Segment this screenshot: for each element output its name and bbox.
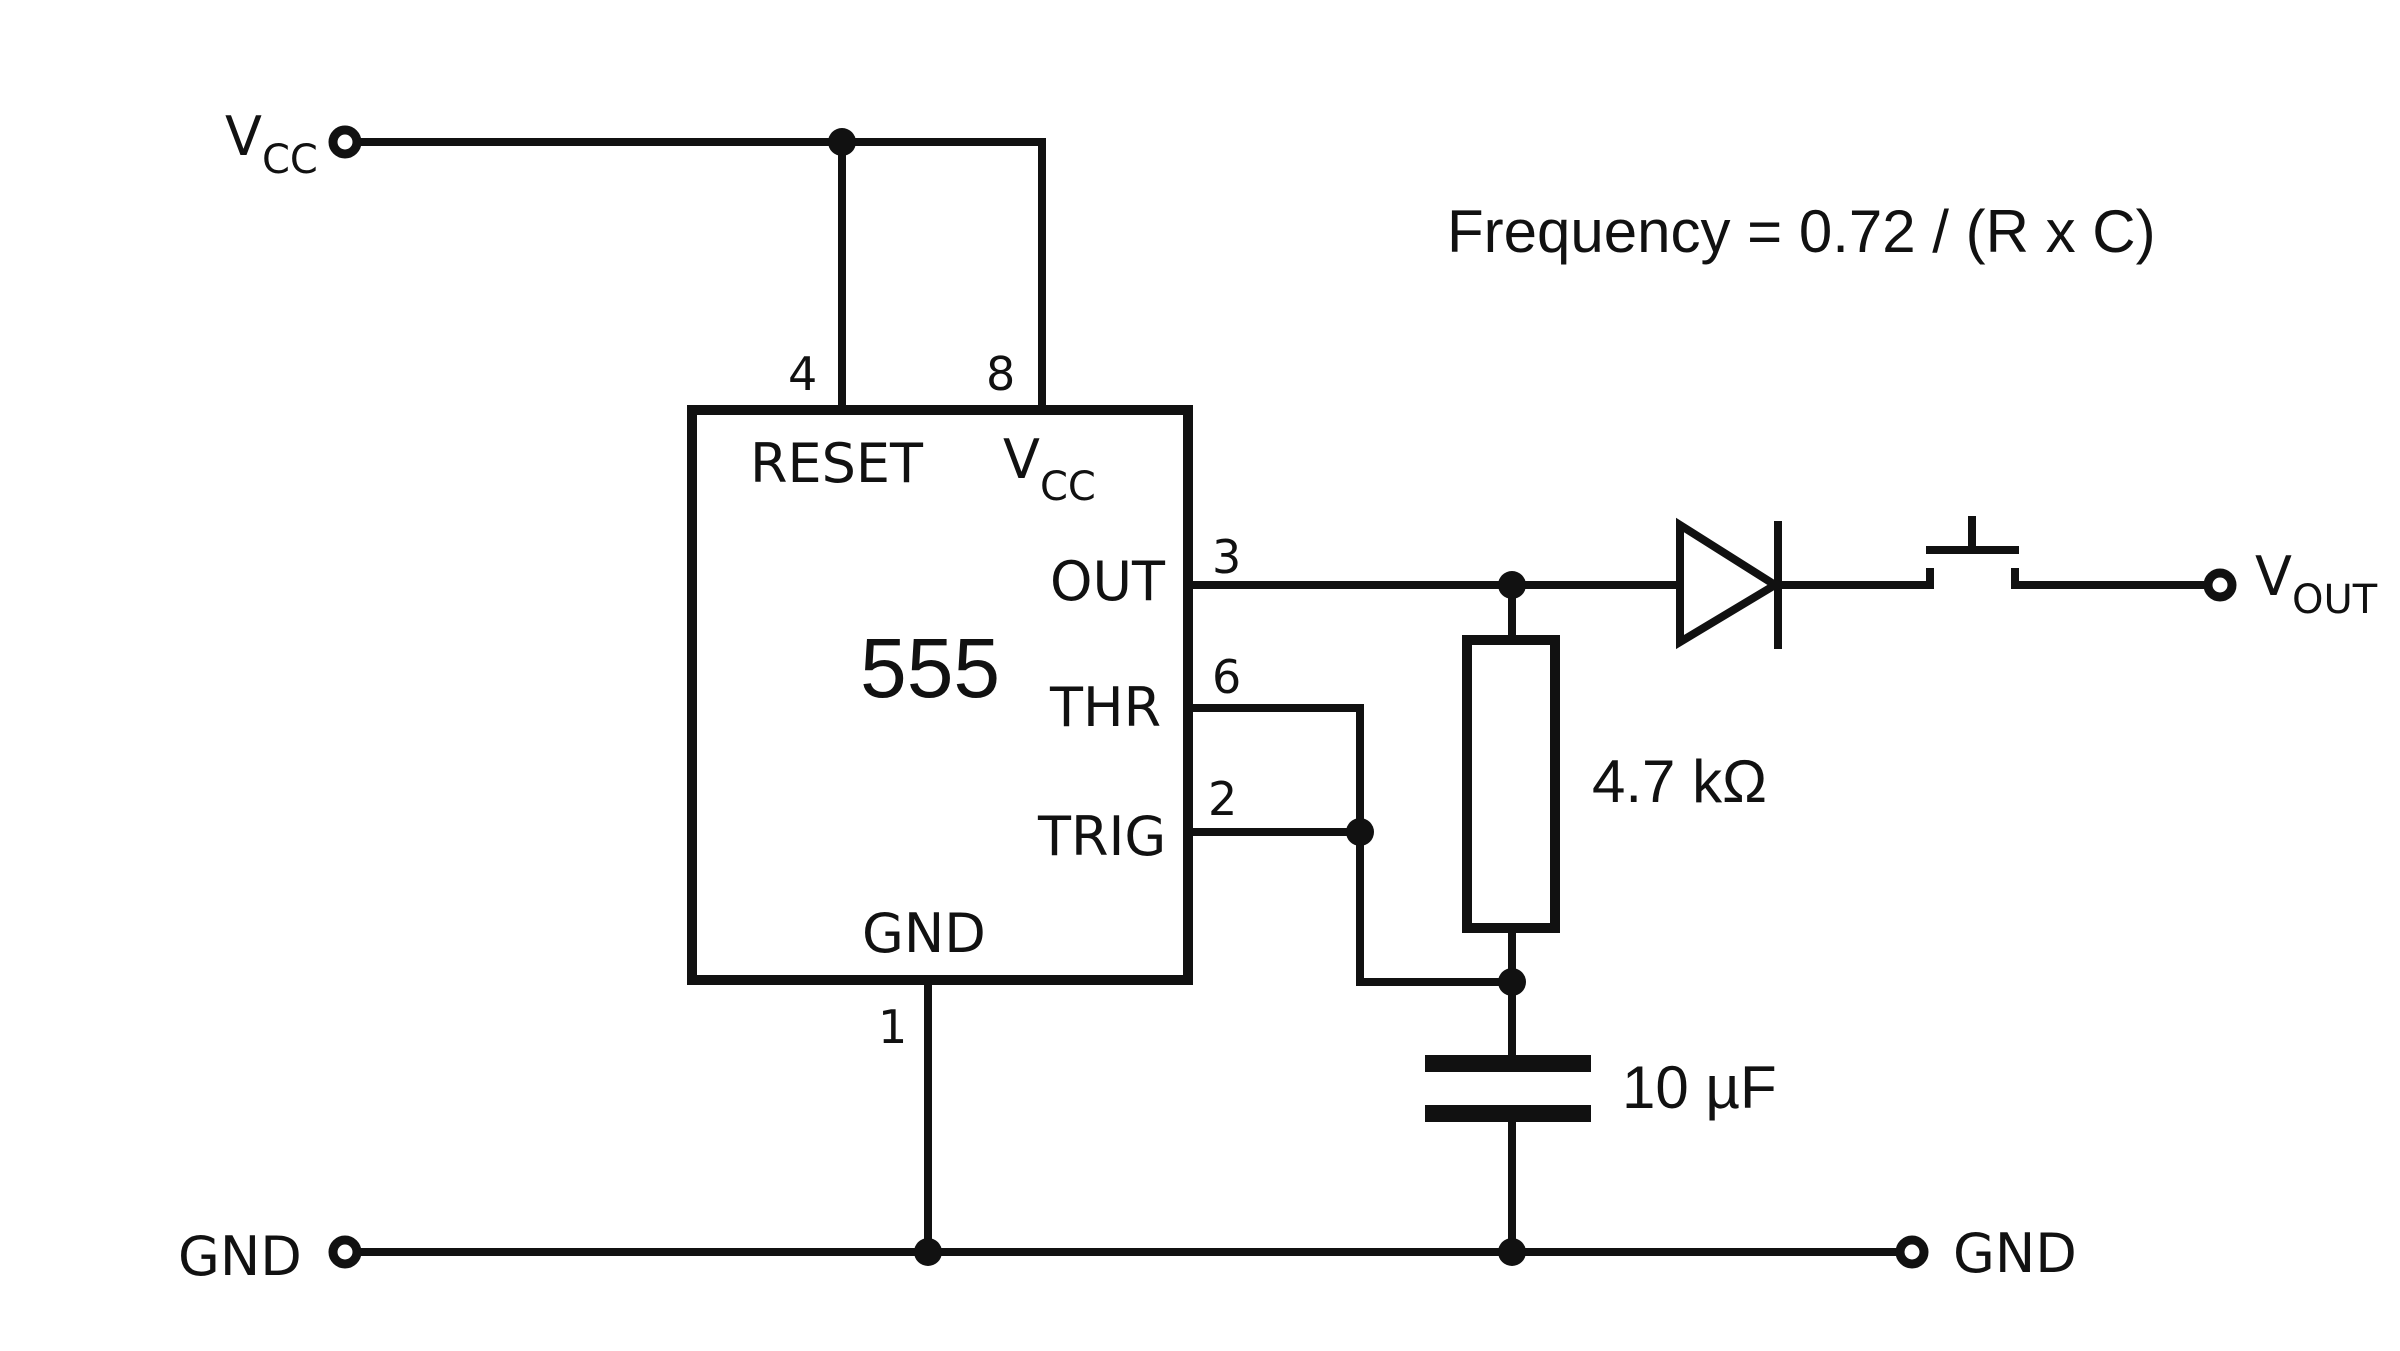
resistor-value: 4.7 kΩ	[1592, 748, 1767, 815]
vcc-wire	[341, 138, 1046, 414]
gnd-right-terminal	[1895, 1235, 1929, 1269]
gnd-pin-label: GND	[862, 902, 986, 965]
vout-terminal	[2203, 568, 2237, 602]
junction-dots	[828, 128, 1526, 1266]
gnd-left-label: GND	[178, 1225, 302, 1288]
vcc-terminal-label: VCC	[225, 105, 318, 183]
out-pin-number: 3	[1212, 530, 1241, 584]
vcc-pin-label: VCC	[1003, 428, 1096, 510]
capacitor-value: 10 µF	[1622, 1054, 1777, 1121]
diode-symbol	[1676, 517, 1783, 650]
wires	[341, 138, 2224, 1256]
ic-555-body	[687, 405, 1193, 985]
push-button-switch	[1926, 516, 2019, 589]
capacitor-symbol	[1425, 1055, 1591, 1122]
gnd-right-label: GND	[1953, 1222, 2077, 1285]
thr-pin-number: 6	[1212, 650, 1241, 704]
gnd-left-terminal	[328, 1235, 362, 1269]
reset-pin-number: 4	[788, 347, 817, 401]
out-pin-label: OUT	[1050, 550, 1166, 613]
trig-pin-number: 2	[1208, 772, 1237, 826]
vout-label: VOUT	[2255, 545, 2378, 623]
gnd-pin-number: 1	[878, 1000, 907, 1054]
vcc-pin-number: 8	[986, 347, 1015, 401]
frequency-formula: Frequency = 0.72 / (R x C)	[1447, 198, 2156, 265]
ic-name: 555	[860, 621, 1000, 715]
resistor-symbol	[1462, 635, 1560, 933]
reset-pin-label: RESET	[750, 432, 924, 495]
thr-pin-label: THR	[1049, 676, 1161, 739]
vcc-terminal	[328, 125, 362, 159]
trig-pin-label: TRIG	[1037, 805, 1166, 868]
